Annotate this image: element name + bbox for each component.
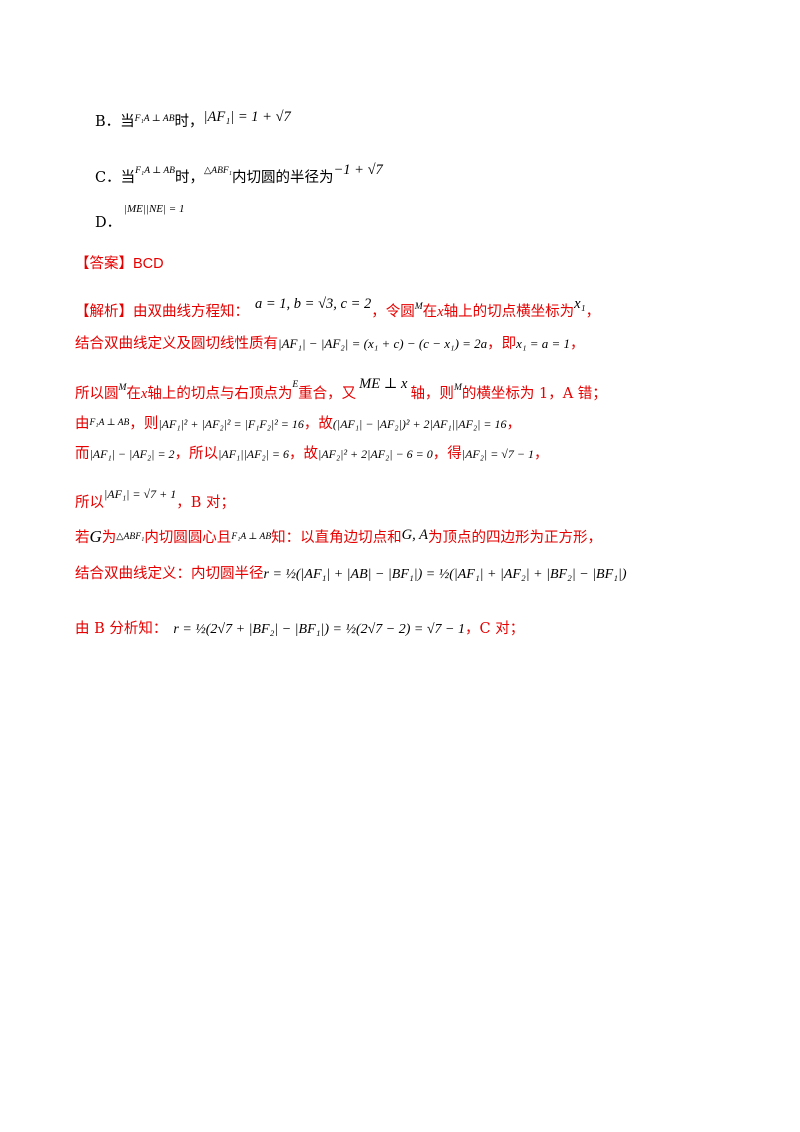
analysis-math: M bbox=[453, 383, 462, 393]
analysis-math: r = ½(|AF₁| + |AB| − |BF₁|) = ½(|AF₁| + … bbox=[263, 567, 627, 582]
analysis-text: 结合双曲线定义：内切圆半径 bbox=[75, 566, 264, 582]
analysis-line-1: 【解析】由双曲线方程知： a = 1, b = √3, c = 2，令圆M在x轴上… bbox=[75, 297, 600, 320]
option-b-condition: F₁A ⊥ AB bbox=[134, 114, 175, 124]
analysis-text: ，则 bbox=[129, 416, 159, 432]
analysis-math: F₁A ⊥ AB bbox=[231, 532, 272, 542]
option-d-label: D． bbox=[95, 215, 122, 231]
analysis-text: 的横坐标为 1，A 错； bbox=[461, 386, 607, 402]
analysis-math: F₁A ⊥ AB bbox=[89, 418, 130, 428]
option-c-text-3: 内切圆的半径为 bbox=[232, 170, 334, 186]
analysis-text: ， bbox=[570, 336, 585, 352]
analysis-text: ， bbox=[585, 304, 601, 320]
analysis-text: 若 bbox=[75, 530, 90, 546]
analysis-text: 为顶点的四边形为正方形， bbox=[428, 530, 602, 546]
option-b: B．当F₁A ⊥ AB时，|AF₁| = 1 + √7 bbox=[95, 110, 291, 130]
answer-label: 【答案】 bbox=[75, 256, 133, 272]
option-c-text-2: 时， bbox=[174, 170, 204, 186]
analysis-math: |AF₁||AF₂| = 6 bbox=[218, 447, 290, 461]
analysis-text: 结合双曲线定义及圆切线性质有 bbox=[75, 336, 278, 352]
analysis-text: ，即 bbox=[487, 336, 517, 352]
analysis-math: r = ½(2√7 + |BF₂| − |BF₁|) = ½(2√7 − 2) … bbox=[173, 622, 465, 637]
option-b-text: 当 bbox=[120, 114, 135, 130]
analysis-text: 内切圆圆心且 bbox=[144, 530, 232, 546]
analysis-text: ，故 bbox=[303, 416, 333, 432]
analysis-label: 【解析】 bbox=[75, 304, 133, 320]
analysis-math: x₁ bbox=[574, 296, 586, 312]
analysis-math: G bbox=[89, 527, 102, 546]
analysis-line-9: 由 B 分析知： r = ½(2√7 + |BF₂| − |BF₁|) = ½(2… bbox=[75, 622, 524, 637]
analysis-text: ， bbox=[506, 416, 522, 432]
option-c-condition: F₁A ⊥ AB bbox=[135, 166, 175, 176]
analysis-text: 而 bbox=[75, 446, 90, 462]
option-c-text: 当 bbox=[120, 170, 136, 186]
option-c-triangle: △ABF₁ bbox=[203, 166, 232, 176]
analysis-text: 由 B 分析知： bbox=[75, 621, 168, 637]
analysis-line-5: 而|AF₁| − |AF₂| = 2，所以|AF₁||AF₂| = 6，故|AF… bbox=[75, 447, 549, 462]
analysis-text: ， bbox=[534, 446, 549, 462]
analysis-math: M bbox=[118, 383, 127, 393]
option-c-result: −1 + √7 bbox=[333, 162, 383, 178]
analysis-text: 所以圆 bbox=[75, 386, 119, 402]
analysis-line-8: 结合双曲线定义：内切圆半径r = ½(|AF₁| + |AB| − |BF₁|)… bbox=[75, 567, 627, 582]
analysis-text: 轴上的切点与右顶点为 bbox=[147, 386, 293, 402]
analysis-math: (|AF₁| − |AF₂|)² + 2|AF₁||AF₂| = 16 bbox=[332, 417, 507, 431]
analysis-line-7: 若G为△ABF₁内切圆圆心且F₁A ⊥ AB知：以直角边切点和G, A为顶点的四… bbox=[75, 528, 602, 546]
option-b-result: |AF₁| = 1 + √7 bbox=[203, 109, 291, 125]
analysis-math: |AF₂|² + 2|AF₂| − 6 = 0 bbox=[318, 447, 433, 461]
option-d-math: |ME||NE| = 1 bbox=[124, 203, 185, 215]
analysis-math: |AF₁| − |AF₂| = (x₁ + c) − (c − x₁) = 2a bbox=[278, 336, 488, 351]
analysis-math: x bbox=[140, 386, 148, 402]
analysis-text: 由双曲线方程知： bbox=[133, 304, 249, 320]
analysis-math: |AF₁|² + |AF₂|² = |F₁F₂|² = 16 bbox=[158, 417, 304, 431]
analysis-text: 轴，则 bbox=[410, 386, 454, 402]
analysis-line-4: 由F₁A ⊥ AB，则|AF₁|² + |AF₂|² = |F₁F₂|² = 1… bbox=[75, 417, 521, 432]
analysis-text: ，所以 bbox=[174, 446, 219, 462]
analysis-math: a = 1, b = √3, c = 2 bbox=[255, 296, 372, 312]
analysis-text: 知：以直角边切点和 bbox=[271, 530, 402, 546]
analysis-text: 轴上的切点横坐标为 bbox=[443, 304, 575, 320]
analysis-math: G, A bbox=[401, 527, 428, 543]
option-c-label: C． bbox=[95, 170, 121, 186]
analysis-text: 所以 bbox=[75, 495, 104, 511]
analysis-text: 为 bbox=[101, 530, 117, 546]
option-b-text-2: 时， bbox=[174, 114, 204, 130]
answer-value: BCD bbox=[133, 256, 164, 272]
analysis-math: E bbox=[292, 380, 299, 390]
analysis-text: ，B 对； bbox=[176, 495, 235, 511]
analysis-text: ，得 bbox=[432, 446, 462, 462]
analysis-line-3: 所以圆M在x轴上的切点与右顶点为E重合，又ME ⊥ x轴，则M的横坐标为 1，A… bbox=[75, 377, 607, 402]
analysis-text: 在 bbox=[126, 386, 141, 402]
analysis-text: 在 bbox=[422, 304, 438, 320]
analysis-text: 重合，又 bbox=[298, 386, 357, 402]
analysis-line-2: 结合双曲线定义及圆切线性质有|AF₁| − |AF₂| = (x₁ + c) −… bbox=[75, 337, 585, 352]
analysis-text: ，故 bbox=[289, 446, 319, 462]
analysis-math: △ABF₁ bbox=[116, 532, 145, 542]
analysis-math: x₁ = a = 1 bbox=[516, 336, 571, 351]
analysis-math: M bbox=[414, 302, 423, 312]
analysis-math: |AF₂| = √7 − 1 bbox=[461, 447, 534, 461]
analysis-line-6: 所以|AF₁| = √7 + 1，B 对； bbox=[75, 488, 235, 511]
answer-line: 【答案】BCD bbox=[75, 257, 164, 272]
analysis-math: x bbox=[437, 304, 444, 320]
analysis-text: ，C 对； bbox=[465, 621, 525, 637]
option-c: C．当F₁A ⊥ AB时，△ABF₁内切圆的半径为−1 + √7 bbox=[95, 163, 383, 186]
analysis-math: ME ⊥ x bbox=[359, 376, 408, 392]
analysis-math: |AF₁| = √7 + 1 bbox=[104, 487, 177, 501]
analysis-text: 由 bbox=[75, 416, 90, 432]
option-b-label: B． bbox=[95, 114, 121, 130]
analysis-math: |AF₁| − |AF₂| = 2 bbox=[89, 447, 175, 461]
analysis-text: ，令圆 bbox=[371, 304, 415, 320]
